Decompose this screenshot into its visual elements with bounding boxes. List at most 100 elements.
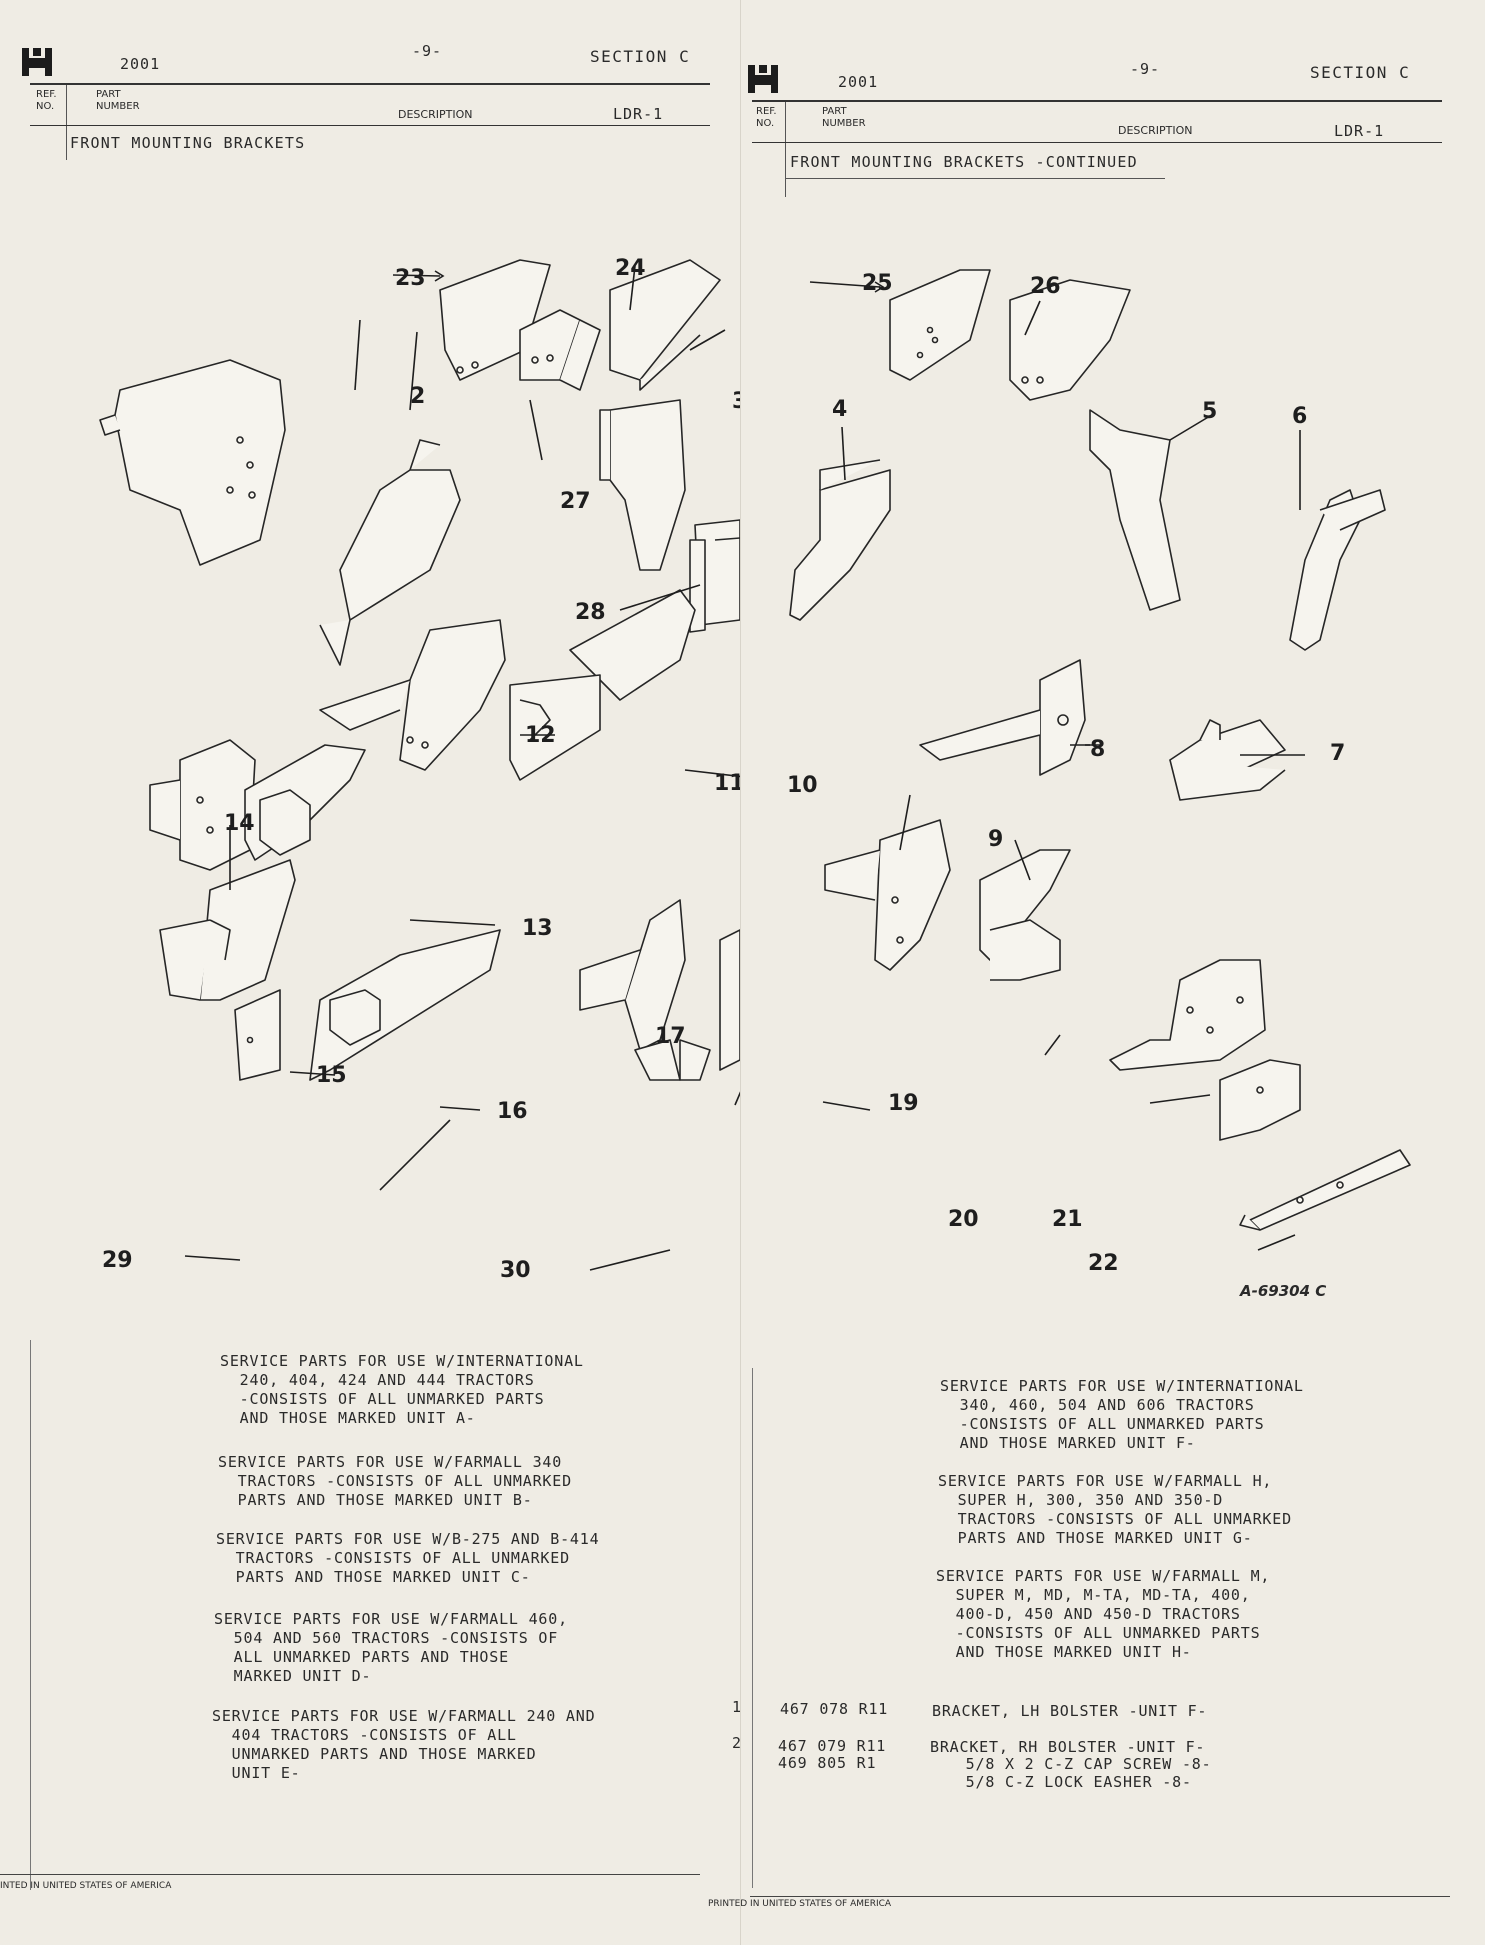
callout-22: 22 [1088, 1251, 1119, 1276]
notes-left-border [752, 1368, 753, 1888]
bracket-item-24 [609, 259, 721, 391]
part-description: BRACKET, LH BOLSTER -UNIT F- [932, 1702, 1208, 1720]
left-page: 2001 -9- SECTION C REF. NO. PART NUMBER … [0, 0, 740, 1945]
bracket-item-26 [1009, 279, 1131, 401]
group-code: LDR-1 [1334, 122, 1385, 140]
ih-logo [22, 48, 52, 76]
bracket-illustration-right [789, 269, 1411, 1251]
part-number: 469 805 R1 [778, 1754, 877, 1772]
service-note-unit-h: SERVICE PARTS FOR USE W/FARMALL M, SUPER… [936, 1567, 1271, 1661]
bracket-item-7 [1169, 719, 1286, 801]
callout-11: 11 [714, 771, 740, 796]
bracket-item-5 [1089, 409, 1181, 611]
callout-19: 19 [888, 1091, 919, 1116]
callout-21: 21 [1052, 1207, 1083, 1232]
right-page: 2001 -9- SECTION C REF. NO. PART NUMBER … [708, 0, 1485, 1945]
service-note-unit-f: SERVICE PARTS FOR USE W/INTERNATIONAL 34… [940, 1377, 1304, 1452]
part-description: 5/8 C-Z LOCK EASHER -8- [946, 1773, 1192, 1791]
header-rule [752, 100, 1442, 102]
service-note-unit-e: SERVICE PARTS FOR USE W/FARMALL 240 AND … [212, 1707, 596, 1782]
bracket-item-10 [824, 819, 951, 971]
bracket-item-9 [979, 849, 1071, 981]
callout-10: 10 [787, 773, 818, 798]
callout-23: 23 [395, 266, 426, 291]
print-footer: INTED IN UNITED STATES OF AMERICA [0, 1881, 172, 1891]
callout-28: 28 [575, 600, 606, 625]
callout-24: 24 [615, 256, 646, 281]
callout-27: 27 [560, 489, 591, 514]
bracket-item-13 [244, 744, 366, 861]
print-footer: PRINTED IN UNITED STATES OF AMERICA [708, 1899, 892, 1909]
callout-30: 30 [500, 1258, 531, 1283]
footer-rule [750, 1896, 1450, 1897]
bracket-item-4 [789, 459, 891, 621]
page-number: -9- [412, 42, 443, 60]
description-label: DESCRIPTION [1118, 124, 1193, 137]
callout-7: 7 [1330, 741, 1345, 766]
part-number: 467 078 R11 [780, 1700, 889, 1718]
service-note-unit-g: SERVICE PARTS FOR USE W/FARMALL H, SUPER… [938, 1472, 1292, 1547]
header-rule [30, 83, 710, 85]
header-divider [66, 85, 67, 160]
page-number: -9- [1130, 60, 1161, 78]
part-number-label: PART NUMBER [822, 106, 866, 129]
bracket-item-8 [919, 659, 1086, 776]
bracket-item-25 [889, 269, 991, 381]
footer-rule [0, 1874, 700, 1875]
bracket-item-27 [519, 309, 601, 391]
callout-25: 25 [862, 271, 893, 296]
figure-id: A-69304 C [1240, 1282, 1327, 1300]
callout-6: 6 [1292, 404, 1307, 429]
callout-17: 17 [655, 1024, 686, 1049]
bracket-item-2 [319, 439, 461, 666]
header-divider [785, 102, 786, 197]
section-label: SECTION C [590, 47, 691, 66]
callout-9: 9 [988, 827, 1003, 852]
catalog-code: 2001 [120, 55, 161, 73]
callout-8: 8 [1090, 737, 1105, 762]
column-header-rule [30, 125, 710, 126]
bracket-item-16 [309, 929, 501, 1081]
callout-3: 3 [732, 389, 740, 414]
service-note-unit-a: SERVICE PARTS FOR USE W/INTERNATIONAL 24… [220, 1352, 584, 1427]
bracket-item-17 [579, 899, 686, 1051]
callout-26: 26 [1030, 274, 1061, 299]
part-description: BRACKET, RH BOLSTER -UNIT F- [930, 1738, 1206, 1756]
bracket-item-6 [1289, 489, 1386, 651]
callout-16: 16 [497, 1099, 528, 1124]
service-note-unit-b: SERVICE PARTS FOR USE W/FARMALL 340 TRAC… [218, 1453, 572, 1509]
callout-20: 20 [948, 1207, 979, 1232]
section-label: SECTION C [1310, 63, 1411, 82]
bracket-item-29 [234, 989, 281, 1081]
bracket-item-21 [1219, 1059, 1301, 1141]
title-rule [785, 178, 1165, 179]
bracket-item-12 [319, 619, 506, 771]
section-title: FRONT MOUNTING BRACKETS -CONTINUED [790, 153, 1138, 171]
callout-5: 5 [1202, 399, 1217, 424]
bracket-illustration-left [99, 259, 740, 1271]
description-label: DESCRIPTION [398, 108, 473, 121]
section-title: FRONT MOUNTING BRACKETS [70, 134, 306, 152]
service-note-unit-d: SERVICE PARTS FOR USE W/FARMALL 460, 504… [214, 1610, 568, 1685]
ref-no-label: REF. NO. [756, 106, 777, 129]
callout-12: 12 [525, 723, 556, 748]
callout-29: 29 [102, 1248, 133, 1273]
part-number: 467 079 R11 [778, 1737, 887, 1755]
ih-logo [748, 65, 778, 93]
callout-labels-left: 23 24 2 3 27 28 12 11 14 13 15 16 29 17 … [102, 256, 740, 1283]
group-code: LDR-1 [613, 105, 664, 123]
bracket-item-14 [149, 739, 256, 871]
ref-number: 2 [732, 1734, 742, 1752]
service-note-unit-c: SERVICE PARTS FOR USE W/B-275 AND B-414 … [216, 1530, 600, 1586]
column-header-rule [752, 142, 1442, 143]
bracket-item-30 [634, 1039, 711, 1081]
ref-no-label: REF. NO. [36, 89, 57, 112]
bracket-item-1 [99, 359, 286, 566]
part-number-label: PART NUMBER [96, 89, 140, 112]
notes-left-border [30, 1340, 31, 1890]
bracket-item-20 [1109, 959, 1266, 1071]
callout-13: 13 [522, 916, 553, 941]
page-gutter [740, 0, 741, 1945]
bracket-item-3 [599, 399, 686, 571]
bracket-item-22 [1239, 1149, 1411, 1231]
